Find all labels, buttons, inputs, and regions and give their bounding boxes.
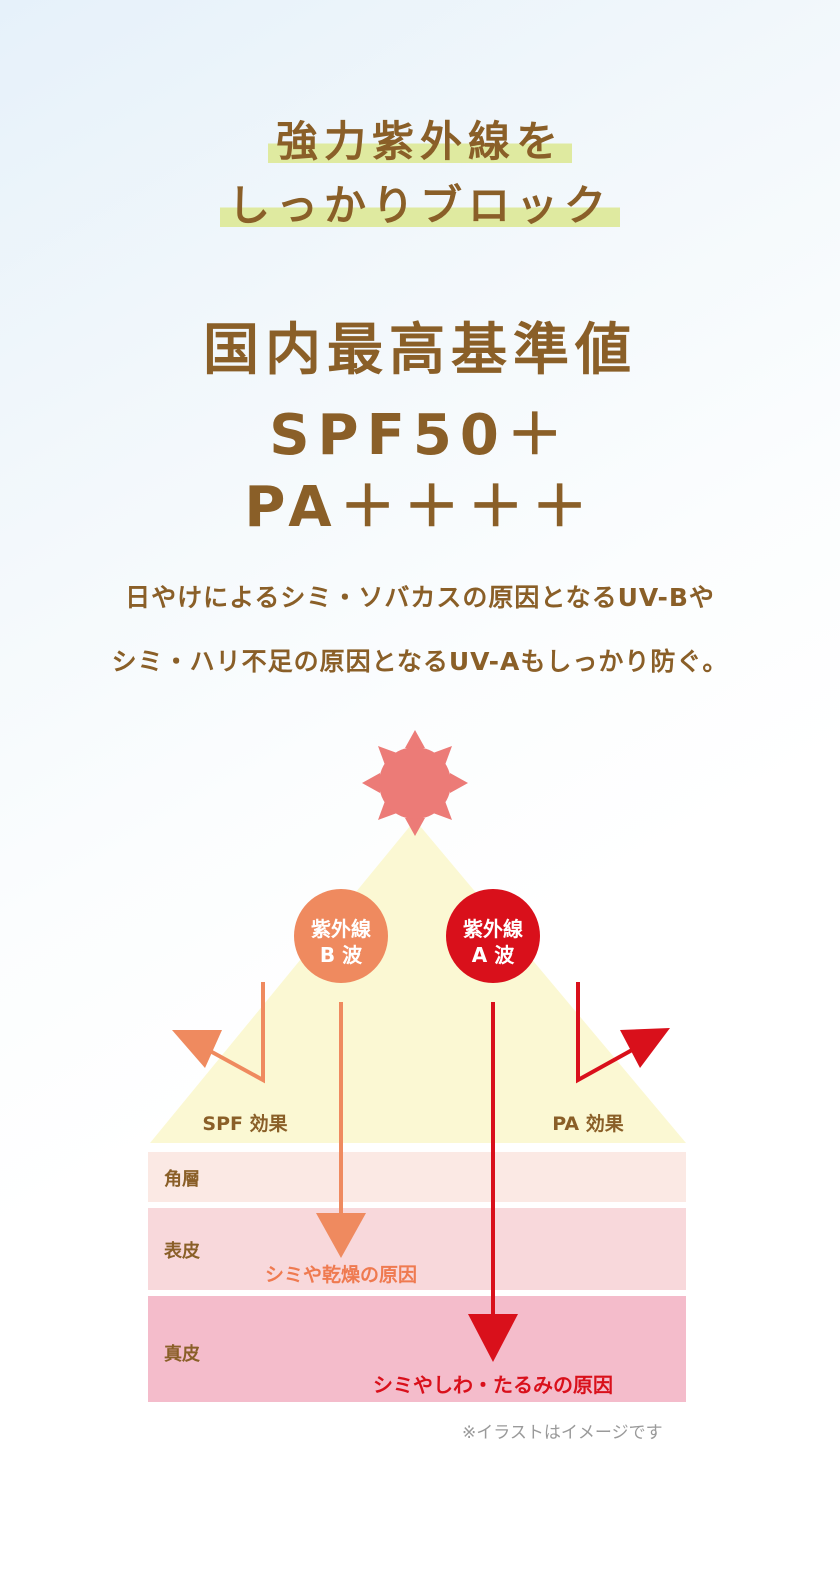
description-line2: シミ・ハリ不足の原因となるUV-Aもしっかり防ぐ。 [111, 647, 729, 676]
spf-effect-label: SPF 効果 [202, 1112, 287, 1135]
layer-dermis [148, 1296, 686, 1402]
headline-line2: しっかりブロック [219, 172, 620, 233]
stratum-corneum-label: 角層 [164, 1168, 200, 1190]
headline-line2-wrap: しっかりブロック [0, 0, 840, 233]
uv-light-triangle [150, 820, 686, 1143]
pa-effect-label: PA 効果 [552, 1112, 624, 1135]
rating-title: 国内最高基準値 [203, 318, 637, 383]
uva-result-label: シミやしわ・たるみの原因 [373, 1373, 613, 1397]
layer-epidermis [148, 1208, 686, 1290]
dermis-label: 真皮 [164, 1343, 200, 1365]
uva-badge: 紫外線 A 波 [446, 889, 540, 983]
headline-line1: 強力紫外線を [267, 108, 572, 169]
uv-skin-diagram: 紫外線 B 波 紫外線 A 波 SPF 効果 PA 効果 角層 表皮 真皮 シミ… [148, 730, 686, 1402]
uva-badge-line2: A 波 [472, 943, 515, 967]
layer-stratum-corneum [148, 1152, 686, 1202]
uvb-badge-line2: B 波 [320, 943, 363, 967]
uva-badge-line1: 紫外線 [463, 917, 523, 941]
sun-icon [362, 730, 468, 836]
description-line1: 日やけによるシミ・ソバカスの原因となるUV-Bや [125, 583, 715, 612]
headline-line1-wrap: 強力紫外線を [0, 0, 840, 169]
uvb-penetration-arrow [316, 1002, 366, 1258]
uvb-badge-line1: 紫外線 [311, 917, 371, 941]
pa-rating: PA＋＋＋＋ [244, 475, 596, 540]
pa-deflect-arrow [576, 982, 670, 1084]
spf-deflect-arrow [172, 982, 265, 1084]
spf-rating: SPF50＋ [269, 403, 571, 468]
illustration-note: ※イラストはイメージです [462, 1423, 663, 1443]
uva-penetration-arrow [468, 1002, 518, 1362]
uvb-badge: 紫外線 B 波 [294, 889, 388, 983]
uvb-result-label: シミや乾燥の原因 [265, 1263, 417, 1286]
epidermis-label: 表皮 [164, 1240, 200, 1262]
